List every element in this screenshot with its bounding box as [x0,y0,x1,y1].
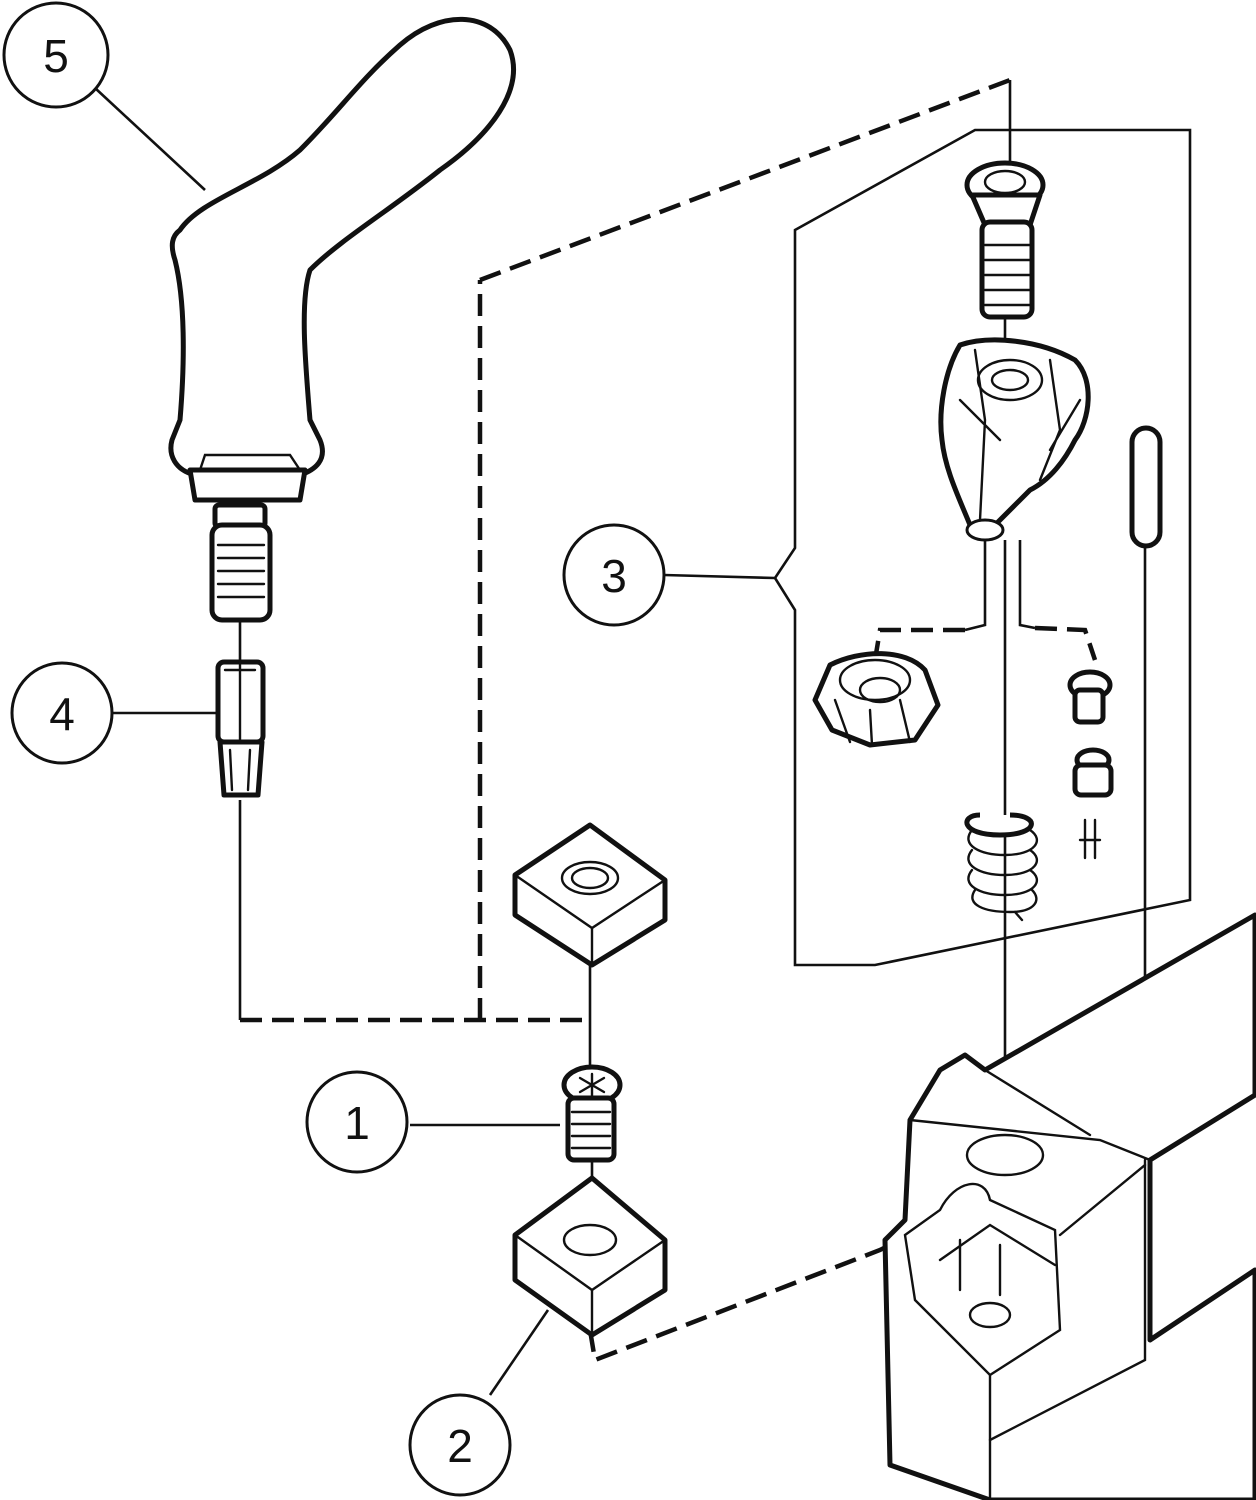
coil-spring [964,812,1039,922]
callout-5: 5 [2,1,110,109]
callout-1-label: 1 [344,1097,370,1149]
callout-2: 2 [408,1393,512,1497]
tool-holder [882,912,1256,1500]
shim-screw [561,1064,623,1163]
callout-2-label: 2 [447,1420,473,1472]
callout-3: 3 [562,523,666,627]
callout-4-label: 4 [49,688,75,740]
callout-4: 4 [10,661,114,765]
callout-1: 1 [305,1070,409,1174]
small-parts [1067,669,1114,860]
shim-plate [512,1175,668,1338]
hex-nut [812,651,941,748]
torx-key [215,659,266,798]
cutting-insert [512,822,668,968]
wrench-handle [168,16,516,623]
callout-5-label: 5 [43,30,69,82]
clamp-screw [964,160,1046,320]
callout-leaders [94,87,776,1396]
locating-pin [1129,425,1163,549]
top-clamp [938,337,1091,542]
callout-3-label: 3 [601,550,627,602]
